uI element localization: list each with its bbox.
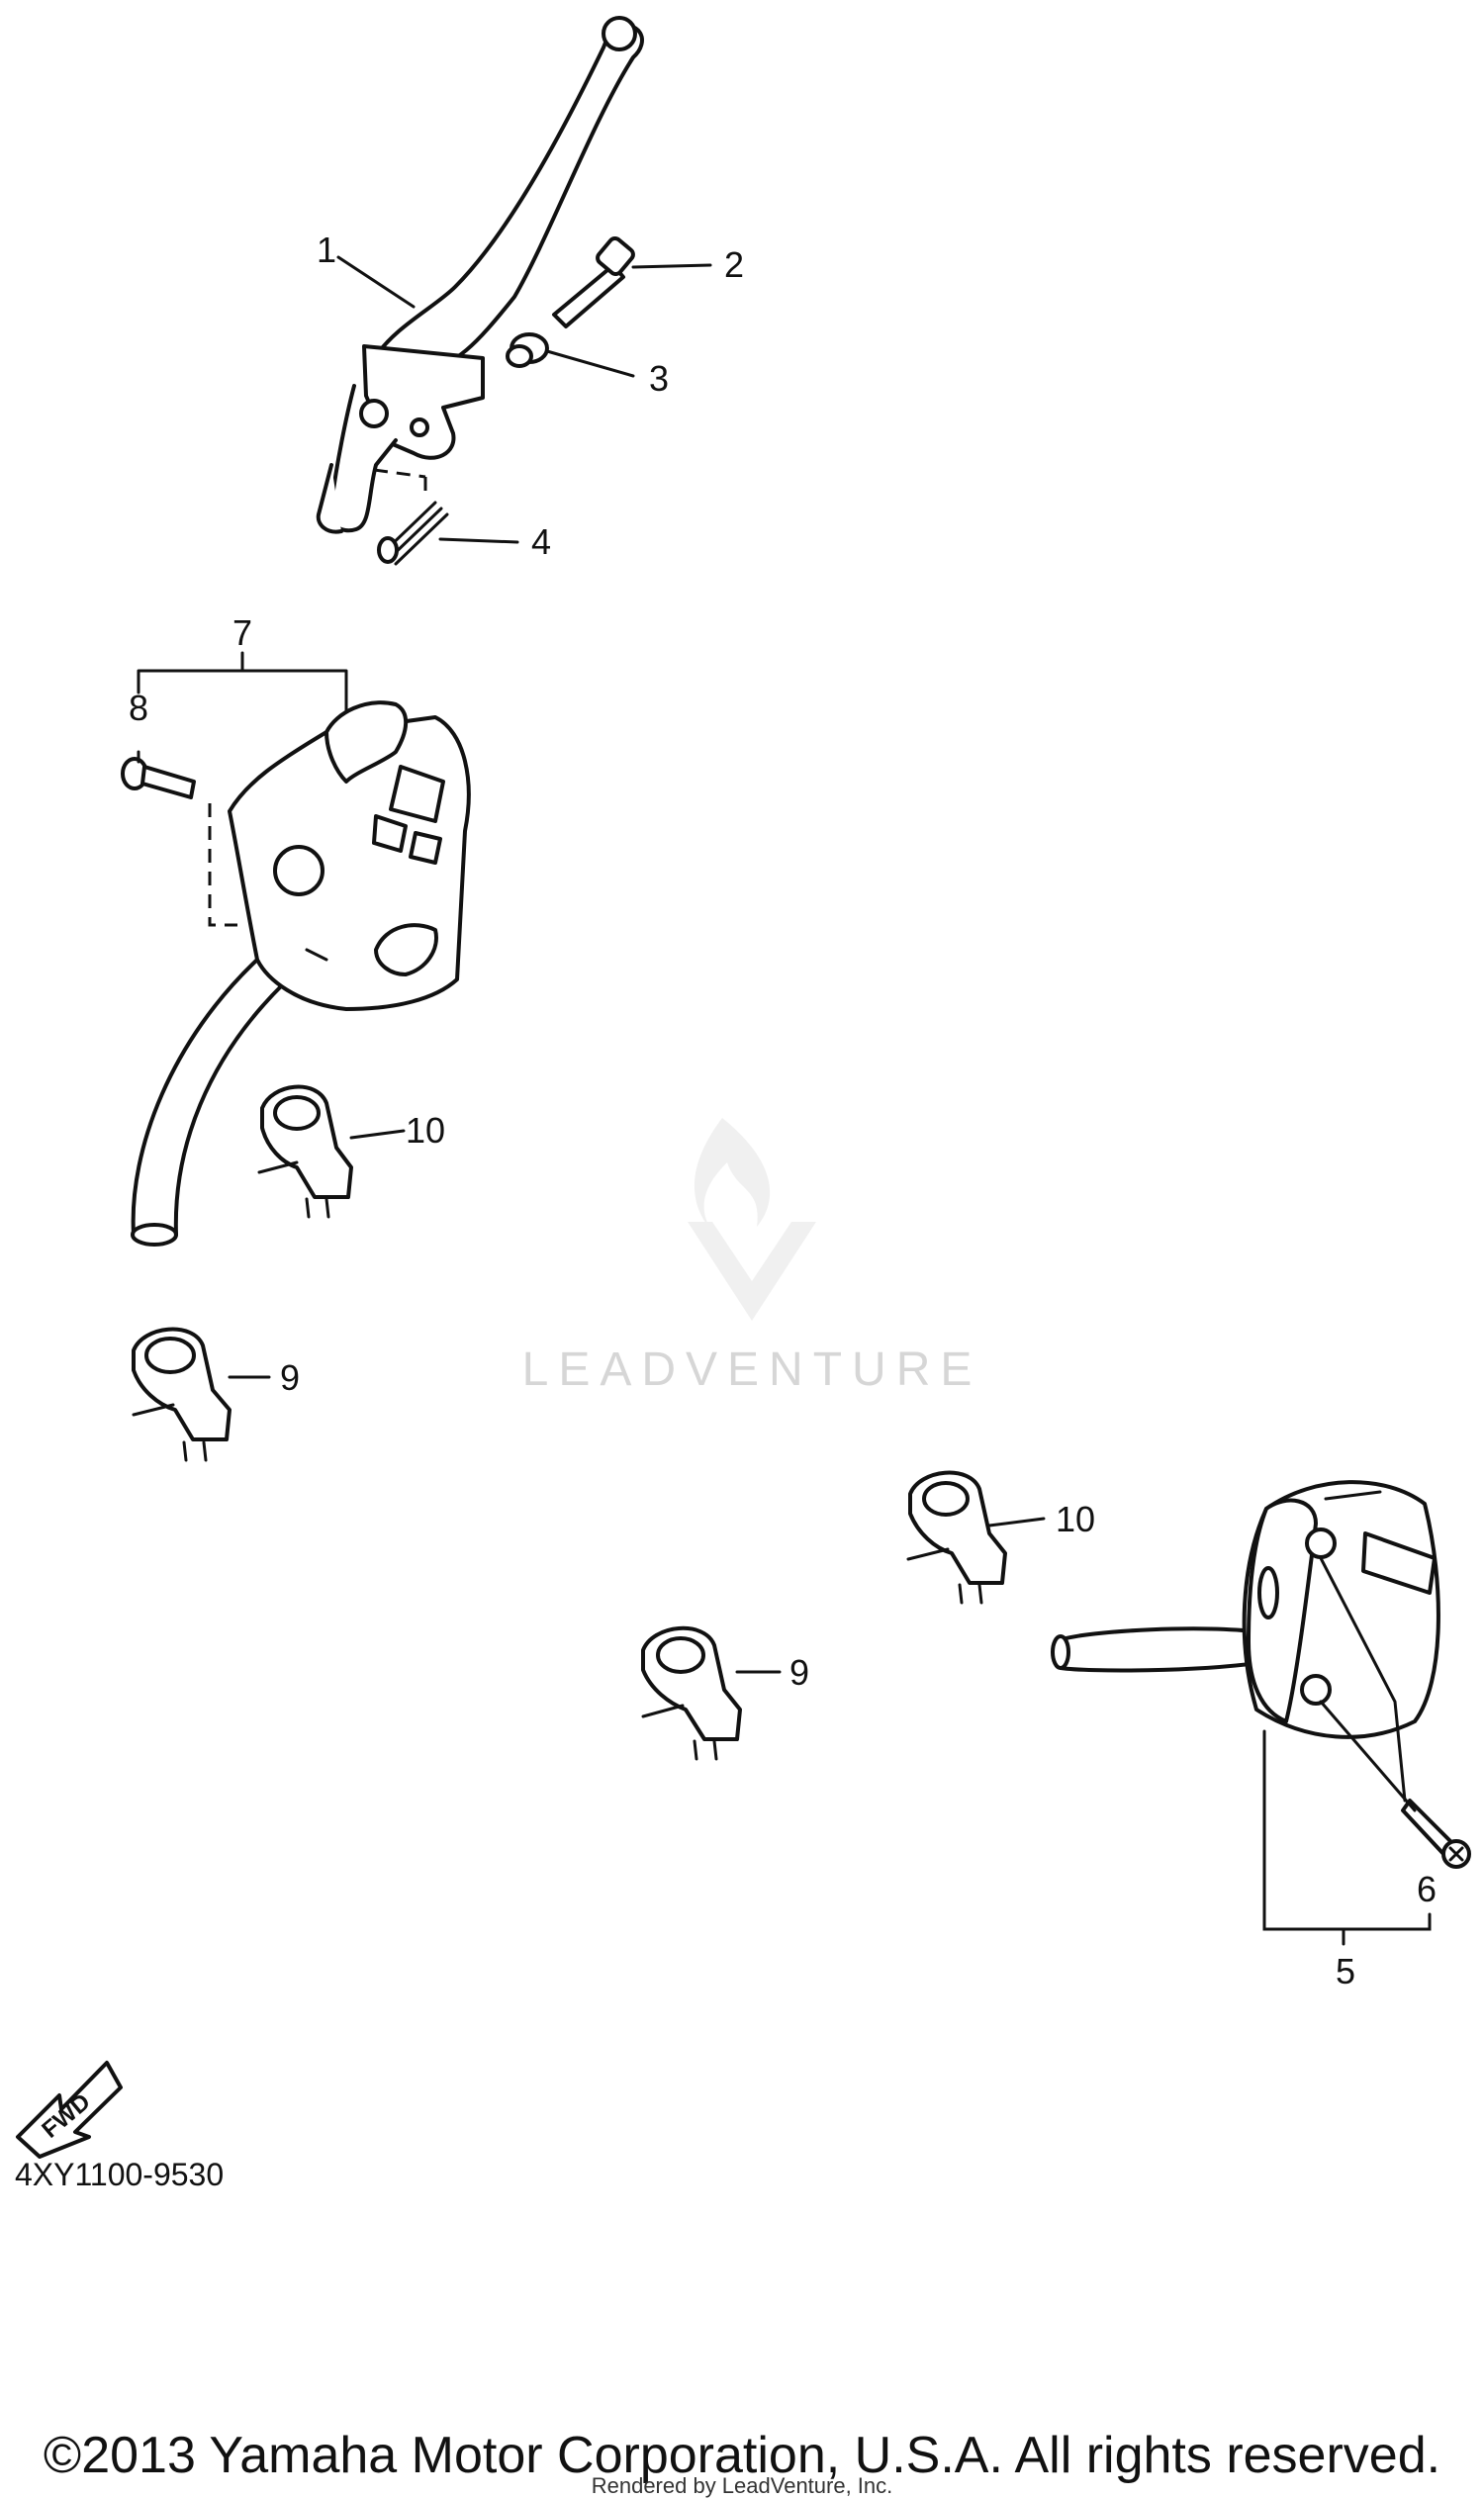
right-handlebar-switch-part-5[interactable] [1051, 1480, 1440, 1739]
copyright-notice: ©2013 Yamaha Motor Corporation, U.S.A. A… [43, 2427, 1441, 2484]
leadventure-watermark: LEADVENTURE [522, 1118, 982, 1396]
callout-10-top: 10 [406, 1110, 445, 1151]
clamp-part-9-left[interactable] [132, 1327, 232, 1462]
callout-labels: 1 2 3 4 5 6 7 8 9 9 10 10 [129, 230, 1437, 1991]
leadventure-flame-icon [688, 1118, 816, 1321]
callout-6: 6 [1417, 1869, 1437, 1909]
clamp-part-10-right[interactable] [906, 1470, 1007, 1605]
lever-part-1[interactable] [316, 16, 644, 534]
callout-1: 1 [317, 230, 336, 270]
screw-part-6[interactable] [1401, 1799, 1471, 1869]
collar-part-3[interactable] [506, 332, 549, 368]
screw-part-8[interactable] [121, 757, 196, 799]
callout-9-left: 9 [280, 1357, 300, 1398]
rendered-by-note: Rendered by LeadVenture, Inc. [591, 2473, 893, 2498]
clamp-part-10-top[interactable] [257, 1084, 353, 1219]
callout-8: 8 [129, 688, 148, 728]
left-handlebar-switch-part-7[interactable] [131, 700, 471, 1247]
clamp-part-9-center[interactable] [641, 1625, 742, 1761]
callout-7: 7 [232, 612, 252, 653]
callout-9-center: 9 [789, 1652, 809, 1693]
callout-3: 3 [649, 358, 669, 399]
callout-4: 4 [531, 521, 551, 562]
callout-10-right: 10 [1056, 1499, 1095, 1539]
switch-dashed-guide [208, 803, 237, 927]
spring-part-4[interactable] [377, 501, 449, 566]
fwd-arrow-icon: FWD [16, 2061, 123, 2159]
leader-lines [137, 255, 1432, 1946]
watermark-text: LEADVENTURE [522, 1343, 982, 1396]
bolt-part-2[interactable] [552, 235, 635, 328]
callout-2: 2 [724, 244, 744, 285]
callout-5: 5 [1336, 1951, 1355, 1991]
lever-dashed-guide [373, 468, 427, 500]
diagram-code: 4XY1100-9530 [15, 2157, 225, 2192]
